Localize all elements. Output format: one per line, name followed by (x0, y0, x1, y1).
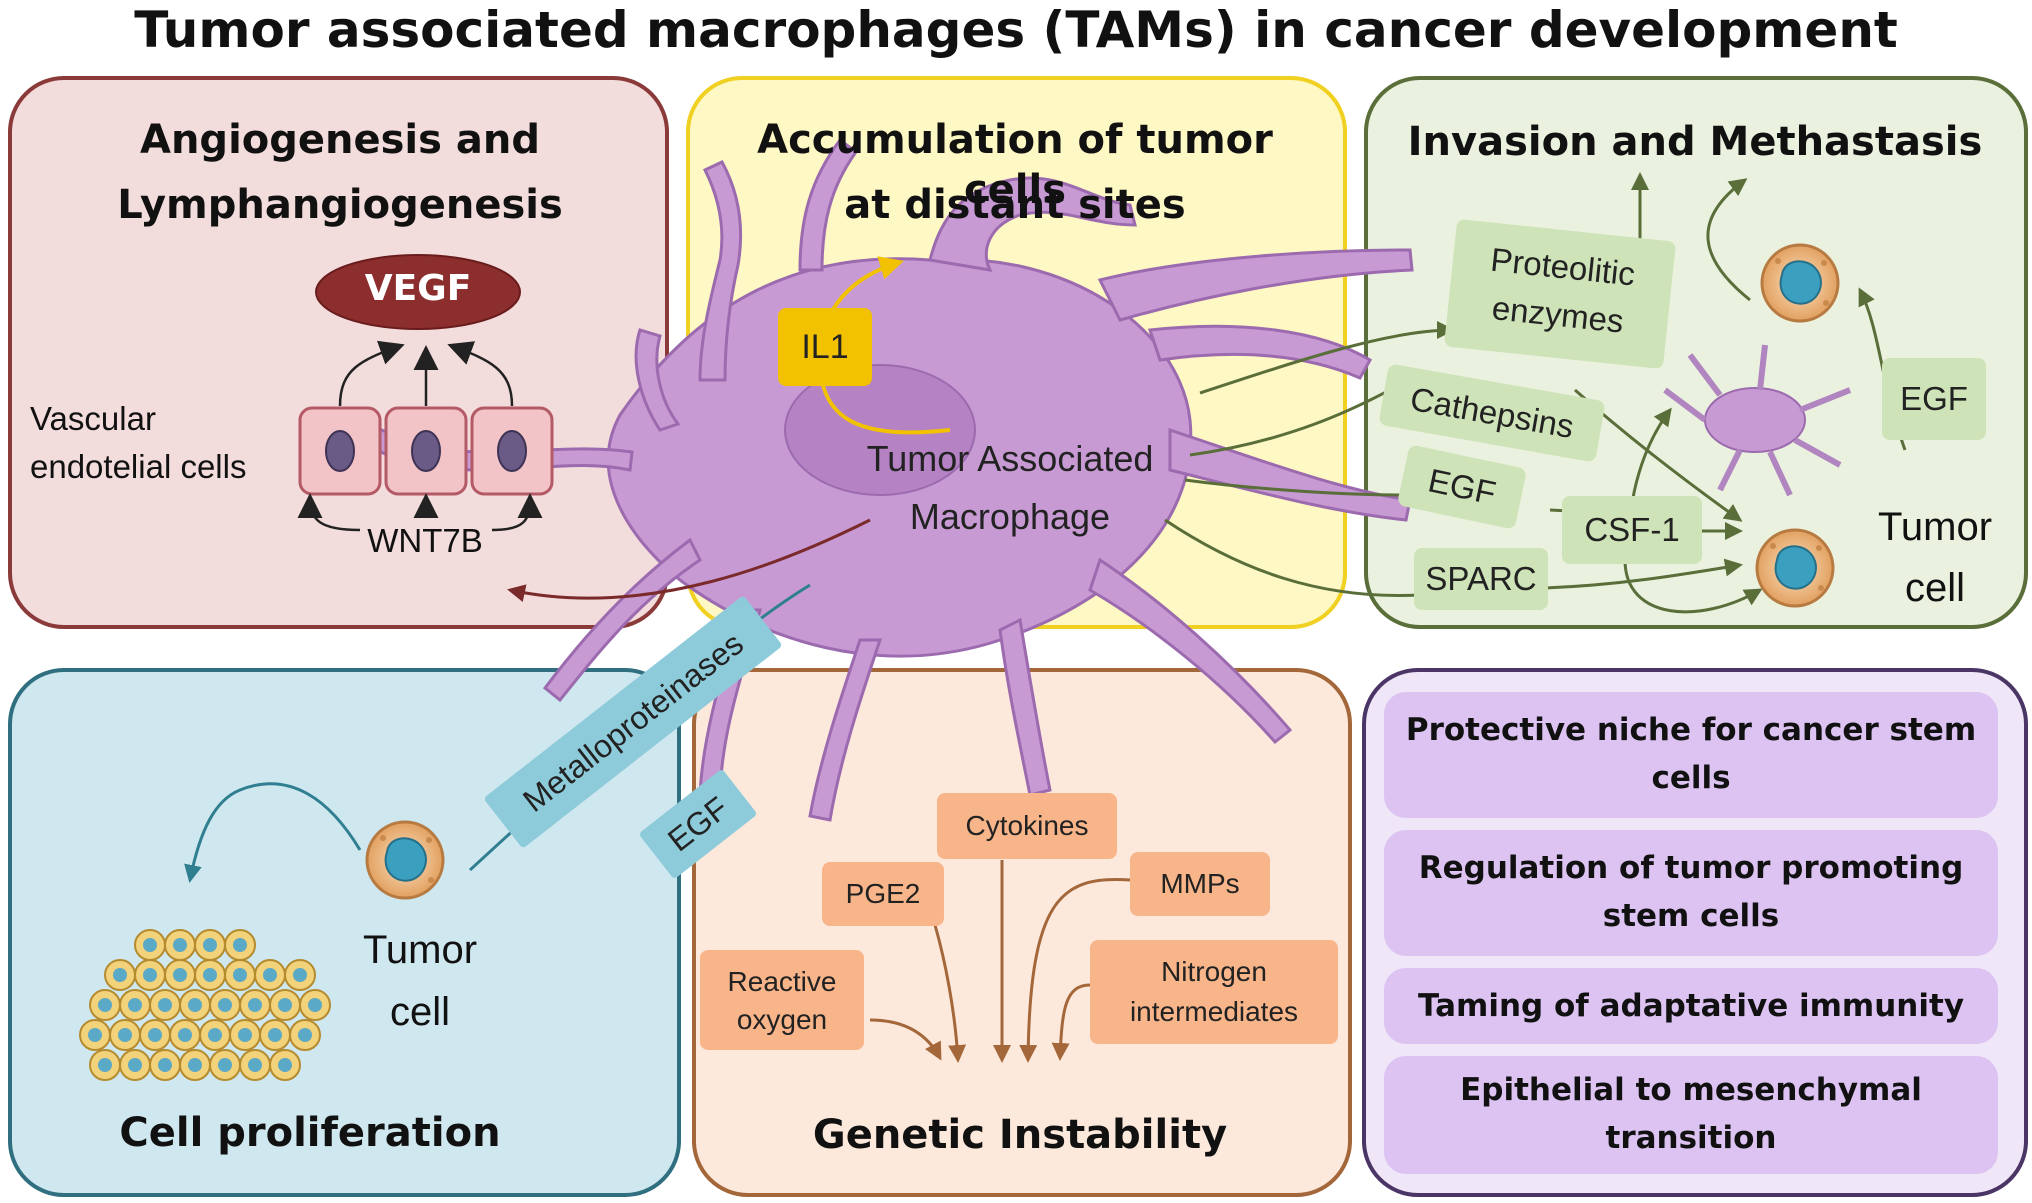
nitrogen-box: Nitrogen intermediates (1090, 940, 1338, 1044)
invasion-tumor-label-line2: cell (1904, 566, 1966, 610)
vegf-label: VEGF (364, 268, 472, 309)
nitrogen-line1: Nitrogen (1161, 956, 1267, 987)
proliferation-title: Cell proliferation (119, 1110, 501, 1156)
stem-item-3: Taming of adaptative immunity (1384, 968, 1998, 1044)
proliferation-tumor-cell (365, 820, 445, 900)
page-title: Tumor associated macrophages (TAMs) in c… (134, 1, 1898, 59)
accumulation-title-line1: Accumulation of tumor cells (757, 117, 1273, 213)
invasion-title: Invasion and Methastasis (1407, 119, 1983, 165)
vascular-label-line2: endotelial cells (30, 448, 247, 485)
pge2-box: PGE2 (822, 862, 944, 926)
macrophage-cell (357, 137, 1414, 822)
stem-item-3-line1: Taming of adaptative immunity (1417, 988, 1965, 1024)
endothelial-cells (298, 406, 554, 496)
stem-item-2-line2: stem cells (1602, 898, 1780, 934)
small-macrophage (1663, 344, 1852, 497)
invasion-tumor-label-line1: Tumor (1877, 505, 1993, 549)
stem-item-1-line2: cells (1651, 760, 1731, 796)
stem-item-1: Protective niche for cancer stem cells (1384, 692, 1998, 818)
vascular-label-line1: Vascular (30, 400, 156, 437)
invasion-tumor-cell-top (1760, 243, 1840, 323)
csf1-box: CSF-1 (1562, 496, 1702, 564)
stem-item-4-line1: Epithelial to mesenchymal (1460, 1072, 1922, 1108)
reactive-line1: Reactive (727, 966, 837, 997)
genetic-title: Genetic Instability (812, 1112, 1228, 1158)
tumor-mass (79, 929, 331, 1081)
stem-item-2: Regulation of tumor promoting stem cells (1384, 830, 1998, 956)
panel-angiogenesis (8, 76, 669, 629)
proliferation-tumor-label-line1: Tumor (362, 928, 478, 972)
invasion-tumor-cell-bottom (1755, 528, 1835, 608)
il1-box: IL1 (778, 308, 872, 386)
stem-item-2-line1: Regulation of tumor promoting (1418, 850, 1964, 886)
proteolitic-box: Proteolitic enzymes (1443, 218, 1677, 370)
mmps-box: MMPs (1130, 852, 1270, 916)
stem-item-1-line1: Protective niche for cancer stem (1405, 712, 1977, 748)
egf-box-invasion-right: EGF (1882, 358, 1986, 440)
angiogenesis-title-line1: Angiogenesis and (140, 117, 540, 163)
sparc-box: SPARC (1414, 548, 1548, 610)
macrophage-label-line1: Tumor Associated (866, 438, 1154, 479)
proliferation-tumor-label-line2: cell (389, 990, 451, 1034)
macrophage-label-line2: Macrophage (909, 496, 1111, 537)
angiogenesis-title-line2: Lymphangiogenesis (117, 182, 563, 228)
accumulation-title-line2: at distant sites (844, 182, 1186, 228)
nitrogen-line2: intermediates (1129, 996, 1299, 1027)
reactive-line2: oxygen (736, 1004, 828, 1035)
cytokines-box: Cytokines (937, 793, 1117, 859)
wnt7b-label: WNT7B (367, 522, 483, 559)
stem-item-4: Epithelial to mesenchymal transition (1384, 1056, 1998, 1174)
vegf-ellipse (315, 254, 521, 330)
stem-item-4-line2: transition (1605, 1120, 1777, 1156)
reactive-oxygen-box: Reactive oxygen (700, 950, 864, 1050)
